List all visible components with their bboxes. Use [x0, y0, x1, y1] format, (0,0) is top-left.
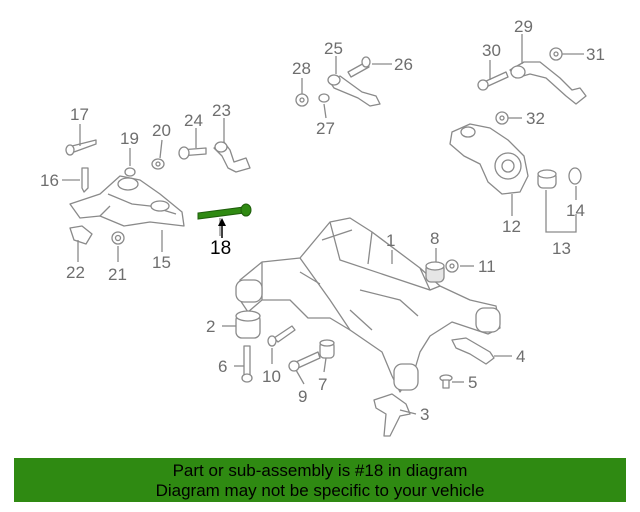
- callout-19: 19: [120, 129, 139, 148]
- callout-30: 30: [482, 41, 501, 60]
- callout-27: 27: [316, 119, 335, 138]
- callout-23: 23: [212, 101, 231, 120]
- nut-part-31[interactable]: [549, 47, 563, 61]
- bolt-part-16[interactable]: [81, 167, 89, 193]
- callout-13: 13: [552, 239, 571, 258]
- bracket-part-22[interactable]: [69, 225, 93, 245]
- callout-22: 22: [66, 263, 85, 282]
- nut-part-28[interactable]: [295, 93, 309, 107]
- callout-20: 20: [152, 121, 171, 140]
- callout-9: 9: [298, 387, 307, 406]
- callout-10: 10: [262, 367, 281, 386]
- callout-7: 7: [318, 375, 327, 394]
- subframe-part-1[interactable]: [235, 217, 501, 393]
- callout-6: 6: [218, 357, 227, 376]
- callout-3: 3: [420, 405, 429, 424]
- callout-12: 12: [502, 217, 521, 236]
- highlight-banner: Part or sub-assembly is #18 in diagram D…: [14, 458, 626, 502]
- callout-labels: 1 2 3 4 5 6 7 8 9 10 11 12 13 14 15 16 1…: [40, 17, 605, 424]
- callout-16: 16: [40, 171, 59, 190]
- link-part-25[interactable]: [327, 74, 381, 107]
- bolt-part-10[interactable]: [267, 325, 296, 347]
- callout-17: 17: [70, 105, 89, 124]
- callout-29: 29: [514, 17, 533, 36]
- upper-arm-part-29[interactable]: [509, 61, 587, 105]
- leader-lines: [62, 34, 584, 415]
- callout-25: 25: [324, 39, 343, 58]
- nut-part-11[interactable]: [445, 259, 459, 273]
- callout-4: 4: [516, 347, 525, 366]
- bushing-part-7[interactable]: [319, 339, 335, 359]
- callout-18-highlighted: 18: [210, 238, 231, 259]
- bolt-part-24[interactable]: [178, 146, 207, 160]
- bushing-part-13[interactable]: [537, 169, 557, 189]
- bolt-part-18-highlighted[interactable]: [197, 203, 252, 220]
- callout-1: 1: [386, 231, 395, 250]
- bushing-part-8[interactable]: [425, 261, 445, 283]
- washer-part-27[interactable]: [318, 93, 330, 103]
- callout-14: 14: [566, 201, 585, 220]
- ring-part-14[interactable]: [568, 167, 582, 185]
- callout-24: 24: [184, 111, 203, 130]
- callout-2: 2: [206, 317, 215, 336]
- bolt-part-30[interactable]: [477, 71, 509, 91]
- callout-28: 28: [292, 59, 311, 78]
- washer-part-19[interactable]: [124, 167, 136, 177]
- bushing-part-2[interactable]: [235, 310, 261, 339]
- bolt-part-9[interactable]: [288, 351, 321, 372]
- callout-32: 32: [526, 109, 545, 128]
- knuckle-part-12[interactable]: [449, 123, 529, 195]
- bracket-part-3[interactable]: [373, 393, 411, 437]
- nut-part-32[interactable]: [495, 111, 509, 125]
- bolt-part-6[interactable]: [241, 345, 253, 383]
- link-part-23[interactable]: [213, 141, 251, 173]
- bolt-part-17[interactable]: [65, 139, 97, 156]
- callout-15: 15: [152, 253, 171, 272]
- parts-diagram: 1 2 3 4 5 6 7 8 9 10 11 12 13 14 15 16 1…: [40, 17, 605, 437]
- callout-26: 26: [394, 55, 413, 74]
- callout-11: 11: [478, 257, 496, 276]
- callout-31: 31: [586, 45, 605, 64]
- bolt-part-26[interactable]: [347, 56, 371, 78]
- bracket-part-4[interactable]: [451, 337, 495, 365]
- callout-21: 21: [108, 265, 127, 284]
- bolt-part-5[interactable]: [439, 374, 453, 389]
- nut-part-20[interactable]: [151, 158, 165, 170]
- callout-5: 5: [468, 373, 477, 392]
- banner-line-1: Part or sub-assembly is #18 in diagram: [172, 461, 468, 480]
- banner-line-2: Diagram may not be specific to your vehi…: [155, 481, 485, 500]
- callout-8: 8: [430, 229, 439, 248]
- lower-control-arm-part-15[interactable]: [69, 175, 185, 227]
- nut-part-21[interactable]: [111, 231, 125, 245]
- leader-arrow-18: [218, 218, 226, 226]
